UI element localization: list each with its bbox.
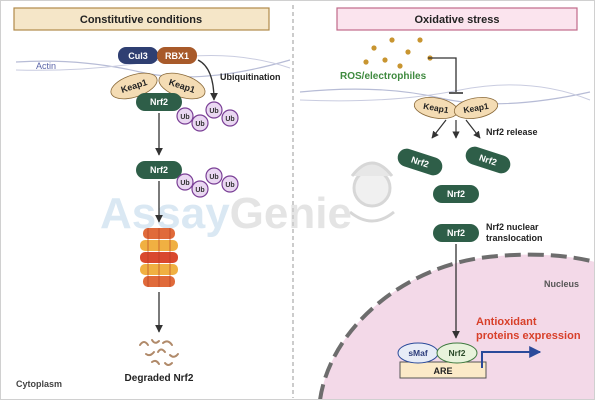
ub-label: Ub <box>209 108 218 115</box>
left-header-box <box>13 7 270 31</box>
ub-label: Ub <box>225 116 234 123</box>
nrf2-label: Nrf2 <box>447 189 465 199</box>
keap1-right-b: Keap1 <box>453 97 499 119</box>
translocation-label-2: translocation <box>486 233 543 243</box>
are-element <box>399 361 487 379</box>
actin-filament-left <box>15 59 291 78</box>
nrf2-released-right: Nrf2 <box>465 146 511 174</box>
nrf2-label: Nrf2 <box>150 165 168 175</box>
translocation-label-1: Nrf2 nuclear <box>486 222 539 232</box>
watermark: AssayGenie <box>100 161 395 238</box>
watermark-text: AssayGenie <box>100 189 352 238</box>
release-arrow-right <box>465 119 481 139</box>
right-panel-title: Oxidative stress <box>415 14 500 26</box>
cytoplasm-label: Cytoplasm <box>16 379 62 389</box>
nrf2-release-label: Nrf2 release <box>486 127 538 137</box>
ub-label: Ub <box>195 187 204 194</box>
nrf2-ubiquitinated <box>136 161 182 179</box>
ubiquitination-label: Ubiquitination <box>220 72 281 82</box>
expression-arrow <box>481 346 542 368</box>
nucleus-label: Nucleus <box>544 279 579 289</box>
ub-label: Ub <box>180 180 189 187</box>
ros-particles <box>363 37 433 69</box>
ub-label: Ub <box>209 174 218 181</box>
nrf2-nuclear-label: Nrf2 <box>448 348 465 358</box>
cul3-protein <box>118 47 158 64</box>
nrf2-released-left: Nrf2 <box>397 148 443 176</box>
rbx1-protein <box>157 47 197 64</box>
nrf2-released-center <box>433 185 479 203</box>
degraded-fragments <box>139 339 179 366</box>
actin-label: Actin <box>36 61 56 71</box>
smaf-label: sMaf <box>408 348 428 358</box>
ubiquitin-chain-1: Ub Ub Ub Ub <box>176 101 239 132</box>
keap1-left-b: Keap1 <box>158 72 206 100</box>
ub-label: Ub <box>225 182 234 189</box>
genie-icon <box>349 161 395 223</box>
nrf2-label: Nrf2 <box>150 97 168 107</box>
ub-label: Ub <box>195 121 204 128</box>
right-header-box <box>336 7 578 31</box>
nucleus-region <box>320 254 595 400</box>
keap1-label: Keap1 <box>463 101 490 115</box>
nrf2-bound <box>136 93 182 111</box>
actin-filament-right-2 <box>299 84 591 102</box>
keap1-label: Keap1 <box>423 101 450 115</box>
antioxidant-label-1: Antioxidant <box>476 316 537 328</box>
ub-label: Ub <box>180 114 189 121</box>
keap1-right-a: Keap1 <box>413 97 459 119</box>
degraded-nrf2-label: Degraded Nrf2 <box>125 373 194 384</box>
nuclear-membrane <box>318 252 595 400</box>
nrf2-label: Nrf2 <box>447 228 465 238</box>
are-label: ARE <box>433 366 452 376</box>
left-panel-title: Constitutive conditions <box>80 14 202 26</box>
nrf2-nuclear <box>436 342 478 364</box>
antioxidant-label-2: proteins expression <box>476 330 581 342</box>
ubiquitination-arrow <box>197 59 218 101</box>
ros-label: ROS/electrophiles <box>340 71 427 82</box>
ros-inhibition-line <box>428 57 457 92</box>
cul3-label: Cul3 <box>128 51 148 61</box>
ubiquitin-chain-2: Ub Ub Ub Ub <box>176 167 239 198</box>
rbx1-label: RBX1 <box>165 51 189 61</box>
proteasome <box>140 228 178 287</box>
actin-filament-right <box>299 88 591 105</box>
keap1-left-a: Keap1 <box>110 72 158 100</box>
release-arrow-left <box>431 119 447 139</box>
nrf2-translocating <box>433 224 479 242</box>
